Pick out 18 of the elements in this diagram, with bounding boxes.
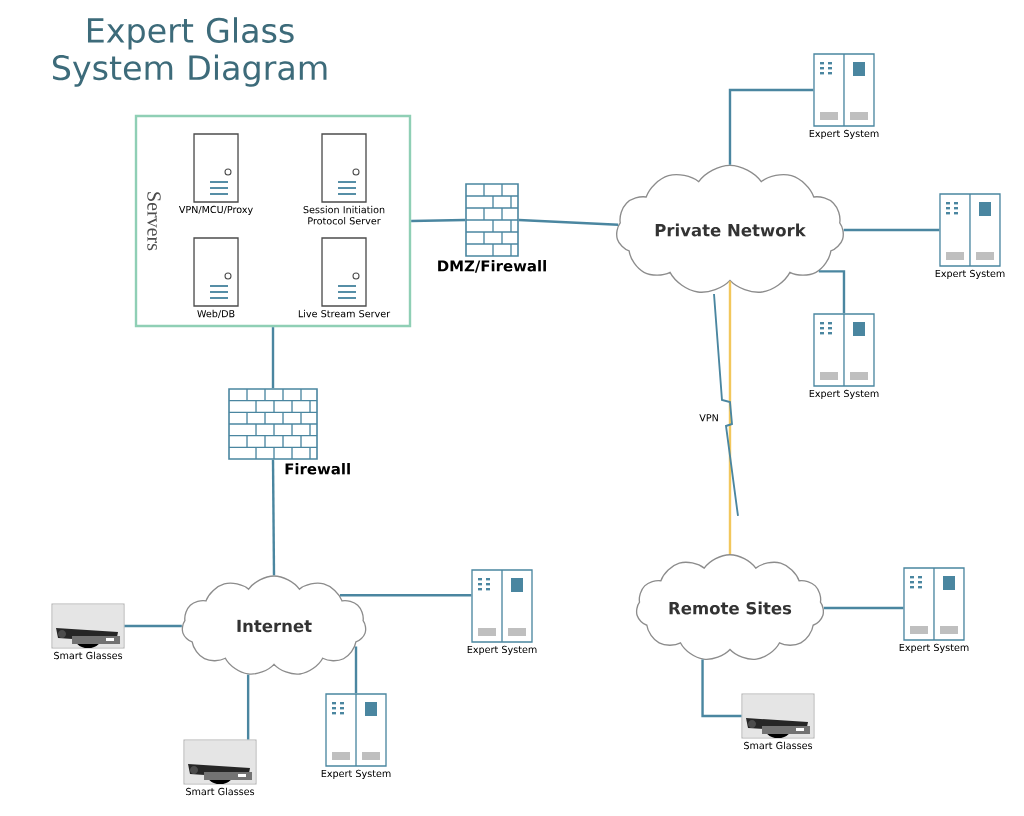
network-cloud: Private Network — [616, 164, 844, 293]
connector — [353, 646, 358, 694]
connector — [728, 88, 814, 165]
connector — [340, 594, 472, 597]
connector — [271, 459, 276, 576]
connector — [411, 218, 466, 223]
connector — [518, 218, 619, 226]
connector — [271, 327, 275, 389]
connector — [823, 606, 904, 610]
connector — [818, 270, 846, 314]
connector — [728, 281, 732, 555]
connector — [701, 659, 742, 718]
network-cloud: Remote Sites — [635, 554, 825, 660]
connector — [246, 674, 250, 740]
network-cloud: Internet — [181, 575, 367, 675]
title: Expert Glass System Diagram — [52, 17, 327, 87]
connector — [843, 228, 940, 232]
connector — [124, 624, 182, 628]
